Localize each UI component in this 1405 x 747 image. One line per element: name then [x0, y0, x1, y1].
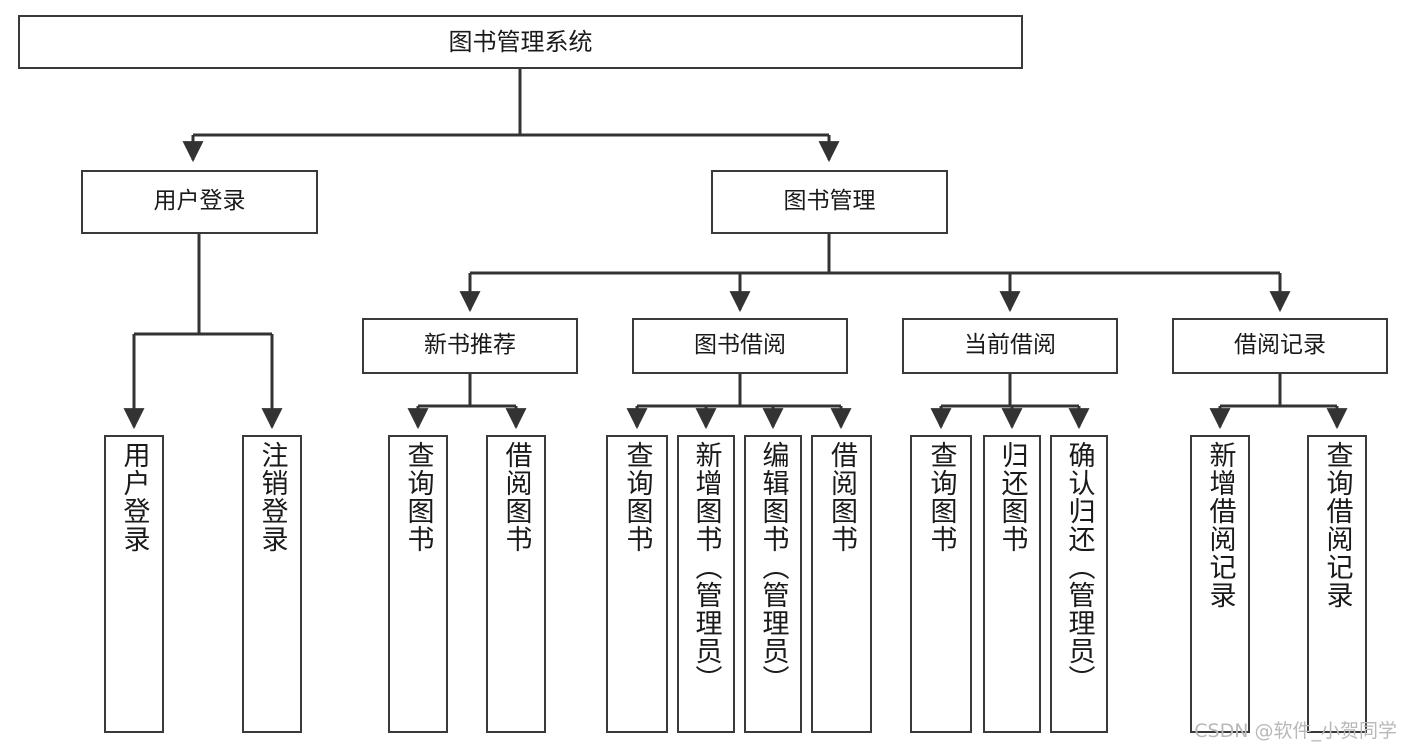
leaf-leaf-logout-label: 注销登录 — [256, 441, 288, 553]
leaf-leaf-return-book-label: 归还图书 — [996, 441, 1028, 553]
node-root-label: 图书管理系统 — [448, 27, 593, 56]
leaf-leaf-borrow-book[interactable]: 借阅图书 — [811, 435, 872, 733]
leaf-leaf-add-borrow-record-label: 新增借阅记录 — [1204, 441, 1236, 609]
leaf-leaf-add-borrow-record[interactable]: 新增借阅记录 — [1190, 435, 1250, 733]
leaf-leaf-add-book-admin[interactable]: 新增图书（管理员） — [677, 435, 735, 733]
leaf-leaf-confirm-return-admin[interactable]: 确认归还（管理员） — [1050, 435, 1108, 733]
node-borrow-record-label: 借阅记录 — [1234, 332, 1326, 359]
leaf-leaf-confirm-return-admin-label: 确认归还（管理员） — [1063, 441, 1095, 693]
leaf-leaf-user-login-label: 用户登录 — [118, 441, 150, 553]
node-book-manage-label: 图书管理 — [783, 188, 876, 215]
leaf-leaf-query-book-borrow[interactable]: 查询图书 — [606, 435, 668, 733]
node-user-login-label: 用户登录 — [153, 188, 246, 215]
leaf-leaf-user-login[interactable]: 用户登录 — [104, 435, 164, 733]
node-book-borrow[interactable]: 图书借阅 — [632, 318, 848, 374]
leaf-leaf-query-book-new-label: 查询图书 — [402, 441, 434, 553]
leaf-leaf-edit-book-admin-label: 编辑图书（管理员） — [757, 441, 789, 693]
node-new-book-recommend[interactable]: 新书推荐 — [362, 318, 578, 374]
leaf-leaf-query-borrow-record[interactable]: 查询借阅记录 — [1307, 435, 1367, 733]
node-borrow-record[interactable]: 借阅记录 — [1172, 318, 1388, 374]
leaf-leaf-add-book-admin-label: 新增图书（管理员） — [690, 441, 722, 693]
leaf-leaf-query-borrow-record-label: 查询借阅记录 — [1321, 441, 1353, 609]
leaf-leaf-query-book-new[interactable]: 查询图书 — [388, 435, 448, 733]
node-book-manage[interactable]: 图书管理 — [711, 170, 948, 234]
leaf-leaf-borrow-book-new[interactable]: 借阅图书 — [486, 435, 546, 733]
node-user-login[interactable]: 用户登录 — [81, 170, 318, 234]
node-book-borrow-label: 图书借阅 — [694, 332, 786, 359]
leaf-leaf-logout[interactable]: 注销登录 — [242, 435, 302, 733]
leaf-leaf-borrow-book-label: 借阅图书 — [826, 441, 857, 553]
node-new-book-recommend-label: 新书推荐 — [424, 332, 516, 359]
leaf-leaf-borrow-book-new-label: 借阅图书 — [500, 441, 532, 553]
leaf-leaf-query-book-borrow-label: 查询图书 — [621, 441, 653, 553]
node-current-borrow[interactable]: 当前借阅 — [902, 318, 1118, 374]
leaf-leaf-query-book-current-label: 查询图书 — [925, 441, 957, 553]
watermark: CSDN @软件_小贺同学 — [1194, 720, 1397, 742]
leaf-leaf-return-book[interactable]: 归还图书 — [983, 435, 1041, 733]
node-root[interactable]: 图书管理系统 — [18, 15, 1023, 69]
node-current-borrow-label: 当前借阅 — [964, 332, 1056, 359]
leaf-leaf-edit-book-admin[interactable]: 编辑图书（管理员） — [744, 435, 802, 733]
leaf-leaf-query-book-current[interactable]: 查询图书 — [910, 435, 972, 733]
